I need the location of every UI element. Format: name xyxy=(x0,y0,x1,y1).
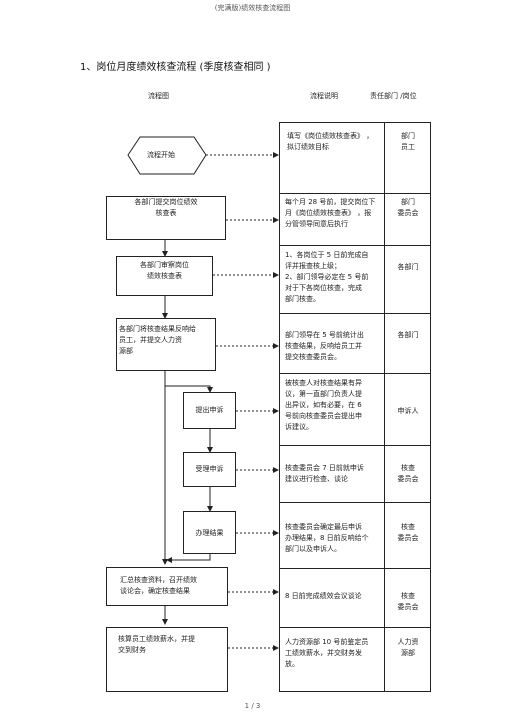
row-desc: 填写《岗位绩效核查表》 ， 拟订绩效目标 xyxy=(287,132,374,151)
description-table xyxy=(279,122,431,692)
table-row-divider xyxy=(279,193,431,194)
flow-node-feedback xyxy=(116,318,216,371)
branch-connector xyxy=(165,385,213,393)
flow-node-feedback-label: 各部门将核查结果反响给 员工，并提交人力资 源部 xyxy=(119,325,196,355)
table-row-divider xyxy=(279,568,431,569)
row-desc: 核查委员会确定最后申诉 办理结果，8 日前反响给个 部门以及申诉人。 xyxy=(285,523,369,553)
table-row-divider xyxy=(279,502,431,503)
row-dept: 各部门 xyxy=(397,263,419,271)
header-flow: 流程图 xyxy=(148,92,169,100)
flow-node-review xyxy=(116,256,213,296)
header-desc: 流程说明 xyxy=(310,92,338,100)
row-dept: 申诉人 xyxy=(397,407,419,415)
start-terminator xyxy=(127,136,207,175)
row-dept: 部门 员工 xyxy=(401,132,415,151)
flow-node-accept xyxy=(183,452,236,487)
flow-node-submit xyxy=(106,196,226,240)
row-desc: 核查委员会 7 日前就申诉 建议进行检查、谈论 xyxy=(285,464,364,483)
row-dept: 人力资 源部 xyxy=(397,638,419,657)
header-dept: 责任部门 /岗位 xyxy=(370,92,417,100)
row-dept: 核查 委员会 xyxy=(397,464,419,483)
row-dept: 各部门 xyxy=(397,331,419,339)
row-desc: 部门领导在 5 号前统计出 核查结果，反响给员工并 提交核查委员会。 xyxy=(285,331,364,361)
row-dept: 核查 委员会 xyxy=(397,592,419,611)
row-desc: 人力资源部 10 号前鉴定员 工绩效薪水，并交财务发 放。 xyxy=(285,638,369,668)
page-number: 1 / 3 xyxy=(244,702,261,710)
flow-node-accept-label: 受理申诉 xyxy=(195,465,224,473)
row-desc: 1、各岗位于 5 日前完成自 评并报查核上级； 2、部门领导必定在 5 号前 对… xyxy=(285,251,369,303)
flow-node-handle xyxy=(183,511,236,554)
flow-node-salary-label: 核算员工绩效薪水，并提 交到财务 xyxy=(118,635,195,654)
flow-node-start-label: 流程开始 xyxy=(147,151,175,159)
flow-node-handle-label: 办理结果 xyxy=(195,529,224,537)
row-dept: 核查 委员会 xyxy=(397,523,419,542)
running-header: (完满版)绩效核查流程图 xyxy=(214,4,291,12)
flow-node-summary xyxy=(106,567,228,606)
flow-node-appeal-label: 提出申诉 xyxy=(195,406,224,414)
row-desc: 8 日前完成绩效会议谈论 xyxy=(285,592,362,600)
flow-node-appeal xyxy=(183,392,236,429)
section-title: 1、岗位月度绩效核查流程 (季度核查相同 ) xyxy=(80,62,271,73)
table-row-divider xyxy=(279,245,431,246)
row-desc: 每个月 28 号前，提交岗位下 月《岗位绩效核查表》 ，报 分管领导同意后执行 xyxy=(285,198,376,228)
table-row-divider xyxy=(279,445,431,446)
return-connector xyxy=(166,554,211,563)
table-row-divider xyxy=(279,373,431,374)
flow-node-submit-label: 各部门提交岗位绩效 核查表 xyxy=(134,198,198,217)
flow-node-salary xyxy=(106,627,228,692)
table-row-divider xyxy=(279,627,431,628)
row-dept: 部门 委员会 xyxy=(397,198,419,217)
table-column-divider xyxy=(384,122,385,692)
table-row-divider xyxy=(279,313,431,314)
flow-node-summary-label: 汇总核查资料，召开绩效 谈论会，确定核查结果 xyxy=(120,576,197,595)
flow-node-review-label: 各部门审察岗位 绩效核查表 xyxy=(140,261,189,280)
row-desc: 被核查人对核查结果有异 议，第一直部门负责人提 出异议，如有必要，在 6 号前向… xyxy=(285,379,362,431)
